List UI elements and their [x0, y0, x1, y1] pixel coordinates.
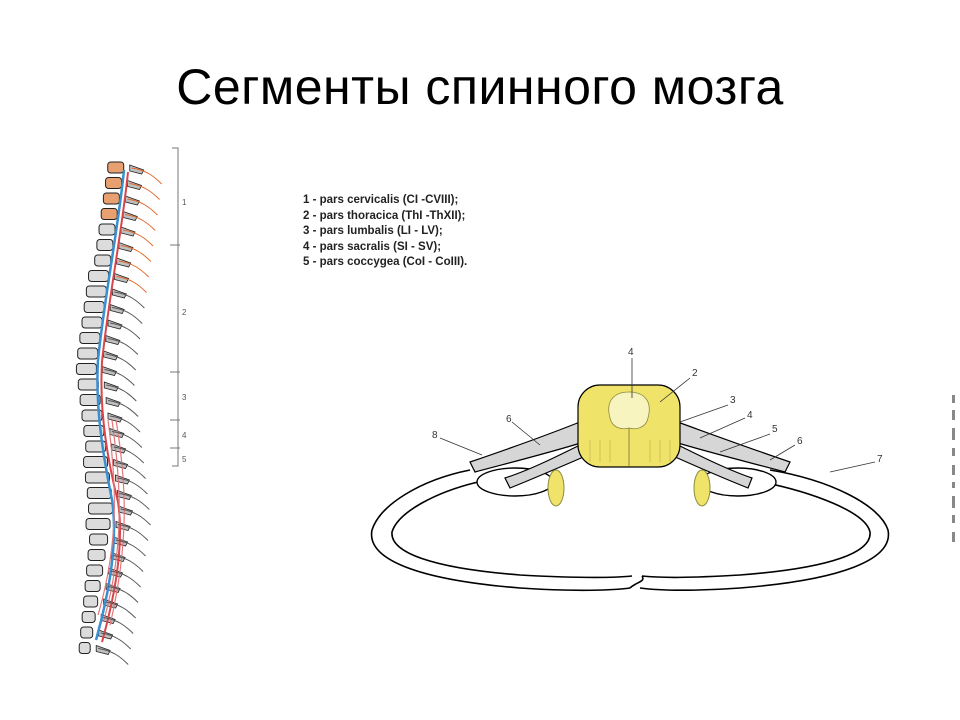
- vertebra-body: [87, 549, 106, 561]
- spinal-nerve: [115, 462, 146, 479]
- vertebra-body: [98, 223, 116, 236]
- vertebra-body: [84, 471, 110, 484]
- legend-item-coccygea: 5 - pars coccygea (CoI - CoIII).: [303, 256, 468, 269]
- spinal-nerve: [112, 307, 143, 324]
- spinal-nerve: [125, 214, 156, 231]
- spinal-nerve: [118, 260, 150, 278]
- vertebra-body: [89, 533, 109, 546]
- segment-label-5: 5: [182, 455, 187, 464]
- spinal-nerve: [107, 338, 139, 355]
- spinal-nerve: [108, 400, 139, 417]
- spinal-nerve: [104, 369, 135, 386]
- spinal-nerve: [120, 245, 152, 262]
- spinal-nerve: [127, 198, 158, 216]
- spinal-cord-blue: [94, 169, 126, 641]
- label-8: 8: [432, 430, 438, 441]
- spinal-nerve: [116, 276, 147, 293]
- vertebra-body: [79, 394, 101, 406]
- spinous-process: [107, 412, 123, 423]
- vertebra-body: [84, 580, 101, 592]
- slide-title: Сегменты спинного мозга: [176, 59, 784, 115]
- spinous-process: [115, 474, 130, 485]
- vertebra-body: [78, 642, 91, 654]
- vertebra-body: [80, 626, 94, 639]
- legend-item-lumbalis: 3 - pars lumbalis (LI - LV);: [303, 225, 443, 238]
- spinal-nerve: [105, 353, 137, 371]
- label-6-right: 6: [797, 436, 803, 447]
- spinous-process: [129, 164, 145, 175]
- leader-lines: [439, 358, 876, 473]
- spinous-process: [95, 644, 111, 655]
- label-6-left: 6: [506, 414, 512, 425]
- spinal-nerve: [106, 384, 137, 402]
- spinous-process: [114, 272, 130, 283]
- spinal-nerves: [98, 167, 163, 665]
- spinal-nerve: [100, 632, 132, 650]
- segment-label-4: 4: [182, 431, 187, 440]
- segment-bracket: [170, 147, 180, 467]
- legend-item-thoracica: 2 - pars thoracica (ThI -ThXII);: [303, 209, 466, 222]
- vertebra-body: [107, 161, 125, 174]
- cauda-equina: [97, 419, 125, 626]
- spinous-process: [109, 303, 125, 314]
- vertebra-body: [85, 518, 111, 530]
- label-3: 3: [730, 395, 736, 406]
- spinal-nerve: [111, 431, 143, 448]
- spinal-ganglia: [547, 469, 711, 507]
- label-5: 5: [772, 424, 778, 435]
- vertebra-body: [83, 456, 109, 468]
- spinal-nerve: [113, 555, 144, 572]
- spinal-nerve: [117, 477, 148, 495]
- spinal-nerve: [131, 167, 163, 185]
- spinal-nerve: [105, 601, 136, 619]
- body-wall-outline: [370, 469, 890, 592]
- spinal-nerve: [109, 415, 141, 433]
- vertebra-body: [81, 611, 96, 623]
- legend-item-sacralis: 4 - pars sacralis (SI - SV);: [303, 240, 442, 253]
- spinous-process: [105, 334, 121, 345]
- spinal-nerve: [119, 493, 150, 510]
- vertebra-body: [100, 208, 118, 220]
- spinal-nerve: [115, 539, 146, 557]
- segment-label-1: 1: [182, 198, 187, 207]
- spinous-process: [111, 288, 127, 299]
- spinal-nerve: [114, 291, 145, 309]
- legend: 1 - pars cervicalis (CI -CVIII); 2 - par…: [303, 193, 467, 271]
- spinal-nerve: [113, 446, 145, 464]
- spinal-cord-red: [100, 171, 129, 643]
- label-7: 7: [877, 454, 883, 465]
- spinal-cord-section: [577, 384, 681, 468]
- nerve-trunks: [469, 419, 791, 489]
- spinal-nerve: [110, 570, 141, 588]
- segment-label-3: 3: [182, 393, 187, 402]
- label-4-top: 4: [628, 347, 634, 358]
- spinal-nerve: [108, 586, 139, 603]
- vertebra-body: [86, 564, 104, 577]
- spinous-process: [103, 381, 119, 392]
- spinal-nerve: [122, 229, 154, 247]
- spinal-nerve: [129, 183, 160, 200]
- spinal-nerve: [109, 322, 141, 340]
- spinal-nerve: [103, 617, 134, 634]
- legend-item-cervicalis: 1 - pars cervicalis (CI -CVIII);: [303, 194, 459, 206]
- vertebrae-column: [75, 161, 145, 655]
- segment-label-2: 2: [182, 308, 187, 317]
- spinal-nerve: [117, 524, 149, 541]
- spinal-nerve: [120, 508, 151, 526]
- label-2: 2: [692, 368, 698, 379]
- spinous-process: [105, 396, 121, 407]
- spinous-process: [107, 319, 123, 330]
- spinal-nerve: [98, 648, 129, 665]
- label-4: 4: [747, 410, 753, 421]
- edge-fragment: [952, 395, 955, 542]
- vertebra-body: [83, 595, 99, 608]
